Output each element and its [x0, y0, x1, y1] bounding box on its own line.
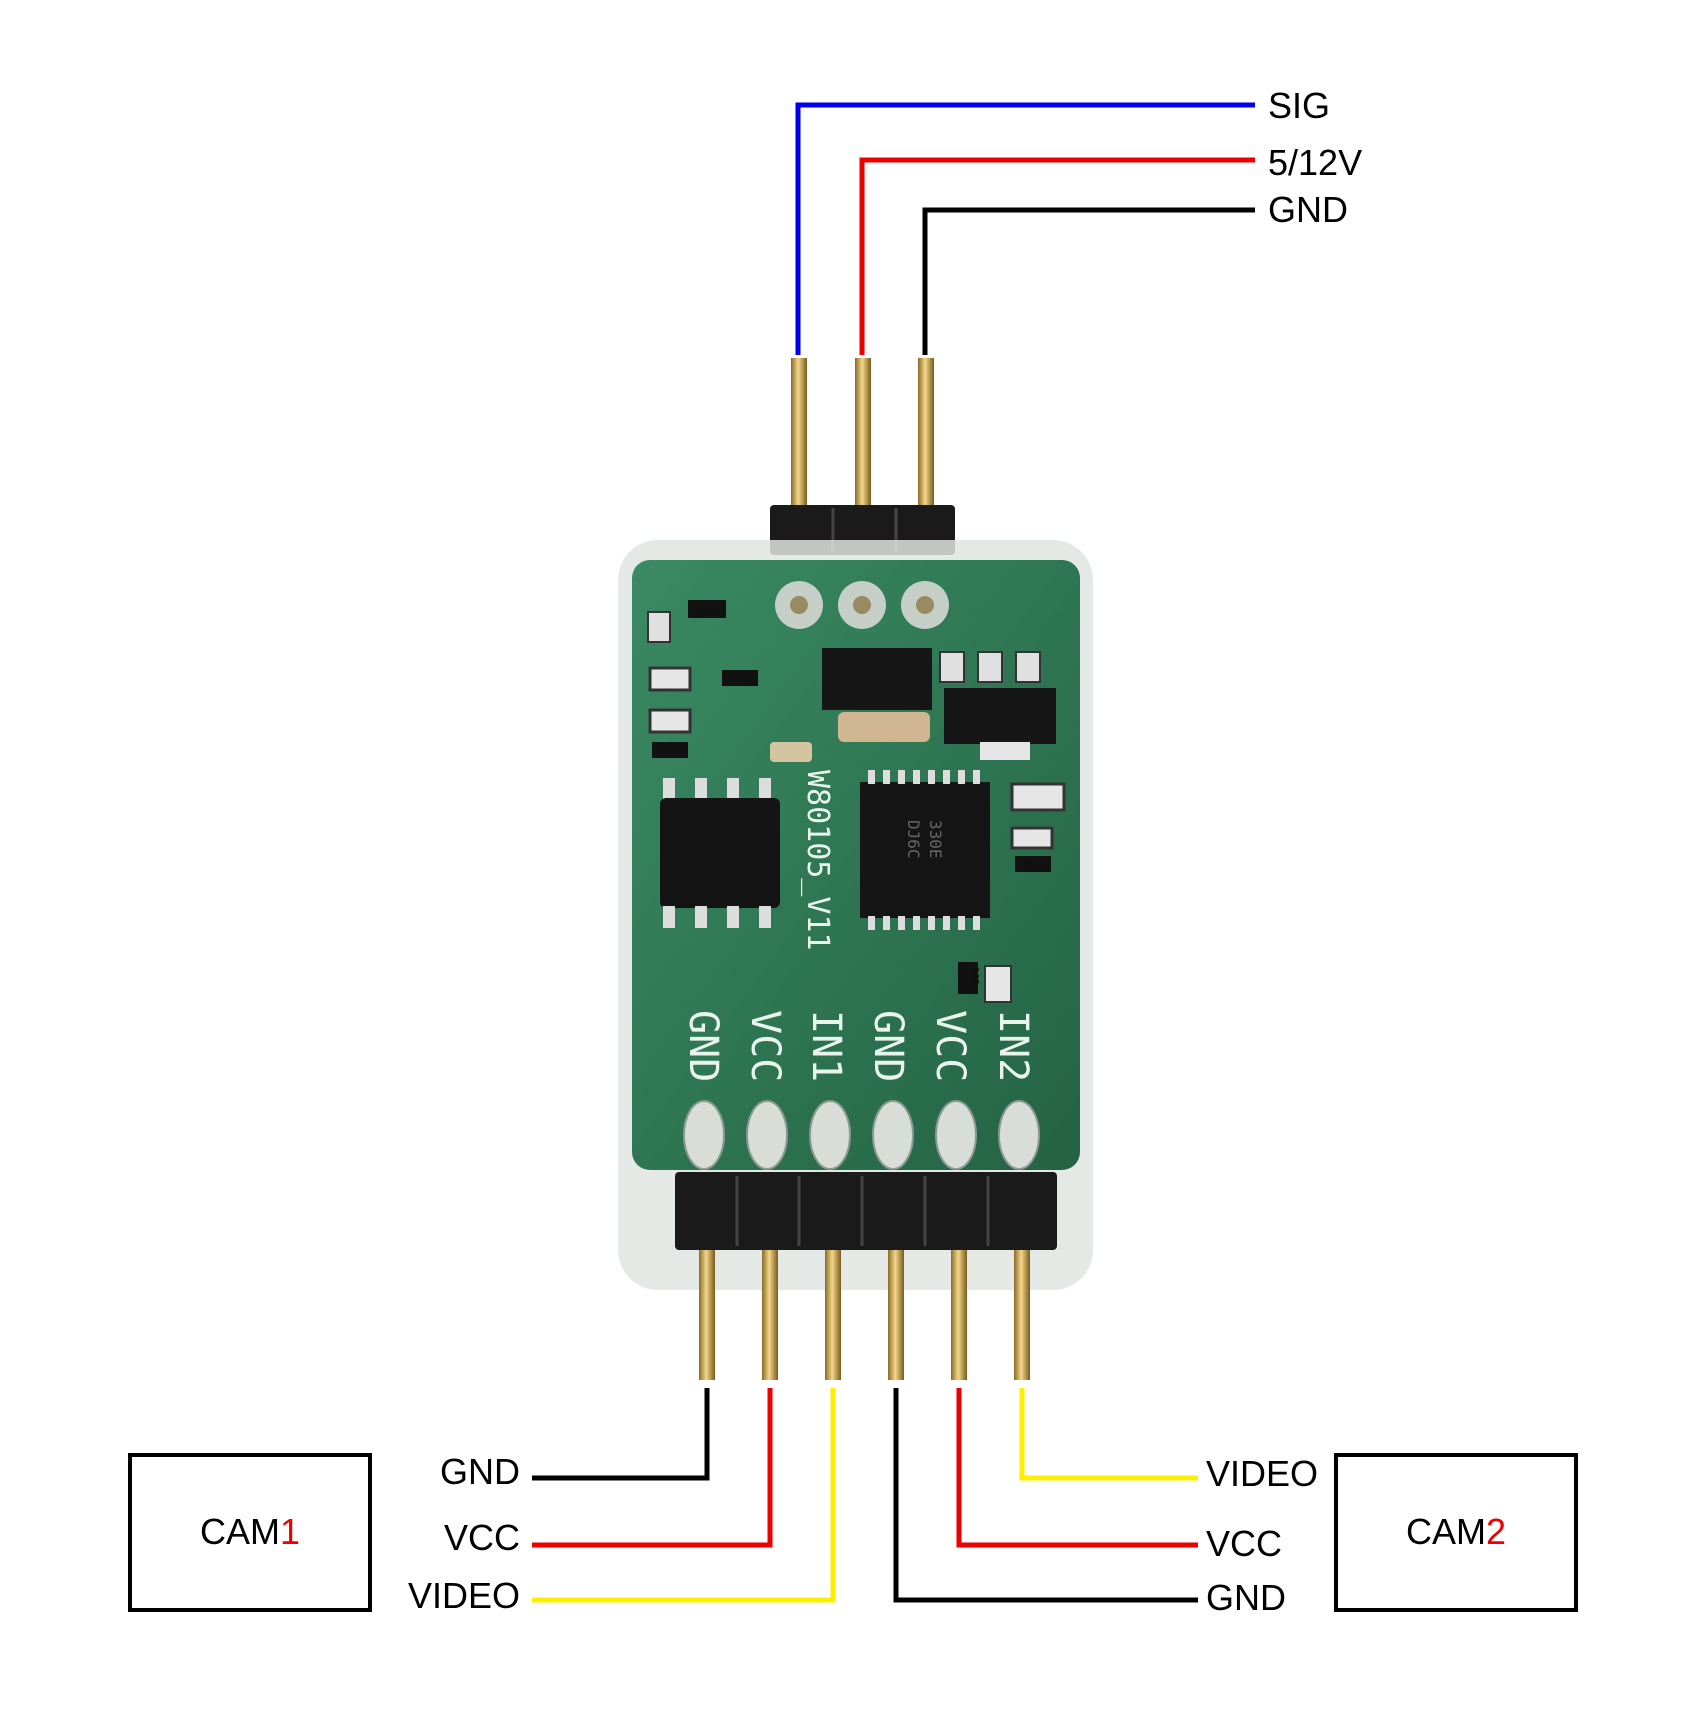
cam1-gnd-wire [532, 1388, 710, 1481]
chip-text-2: DJ6C [904, 820, 923, 859]
cam1-video-label: VIDEO [408, 1575, 520, 1616]
cam1-text: CAM [200, 1511, 280, 1552]
cam2-gnd-wire [893, 1388, 1198, 1603]
cam2-video-label: VIDEO [1206, 1453, 1318, 1494]
bottom-header [675, 1172, 1057, 1250]
top-pin-gnd [918, 358, 934, 508]
pin-label-2: VCC [742, 1010, 788, 1082]
cam1-gnd-label: GND [440, 1451, 520, 1492]
cam2-number: 2 [1486, 1511, 1506, 1552]
gnd-label-top: GND [1268, 189, 1348, 230]
sig-wire [795, 102, 1255, 355]
svg-text:CAM2: CAM2 [1406, 1511, 1506, 1552]
power-label: 5/12V [1268, 142, 1362, 183]
smd-code-3: 471 [660, 746, 678, 757]
cam1-box: CAM1 [128, 1453, 372, 1612]
cam2-box: CAM2 [1334, 1453, 1578, 1612]
diode [944, 688, 1056, 744]
pin-label-3: IN1 [803, 1010, 849, 1082]
cam2-gnd-label: GND [1206, 1577, 1286, 1618]
ic-tssop: 330E DJ6C [860, 782, 990, 918]
cam1-number: 1 [280, 1511, 300, 1552]
cam2-wires [893, 1388, 1198, 1603]
top-pin-sig [791, 358, 807, 508]
top-pin-power [855, 358, 871, 508]
chip-text-1: 330E [926, 820, 945, 859]
sig-label: SIG [1268, 85, 1330, 126]
pin-label-6: IN2 [990, 1010, 1036, 1082]
pin-label-5: VCC [927, 1010, 973, 1082]
cam2-text: CAM [1406, 1511, 1486, 1552]
bottom-pin-row [675, 1172, 1057, 1380]
power-wire [859, 157, 1255, 355]
cam1-vcc-label: VCC [444, 1517, 520, 1558]
pcb-board: 101 471 471 W80105_V11 [618, 540, 1093, 1290]
pin-label-4: GND [865, 1010, 911, 1082]
cam2-vcc-wire [956, 1388, 1198, 1548]
smd-code-2: 471 [730, 674, 748, 685]
cam1-vcc-wire [532, 1388, 773, 1548]
svg-text:CAM1: CAM1 [200, 1511, 300, 1552]
cam1-wires [532, 1388, 836, 1603]
cam2-vcc-label: VCC [1206, 1523, 1282, 1564]
cam2-video-wire [1019, 1388, 1198, 1481]
cam1-video-wire [532, 1388, 836, 1603]
pin-labels: GND VCC IN1 GND VCC IN2 [680, 1010, 1036, 1082]
top-pin-row [770, 358, 955, 555]
top-wires [795, 102, 1255, 355]
board-model: W80105_V11 [800, 770, 835, 951]
ground-wire-top [922, 207, 1255, 355]
smd-code-4: 471 [1022, 860, 1040, 871]
ic-soic8 [660, 778, 780, 928]
pin-label-1: GND [680, 1010, 726, 1082]
regulator [822, 648, 932, 710]
smd-code-6: 103 [969, 967, 980, 985]
smd-code-1: 101 [697, 605, 715, 616]
